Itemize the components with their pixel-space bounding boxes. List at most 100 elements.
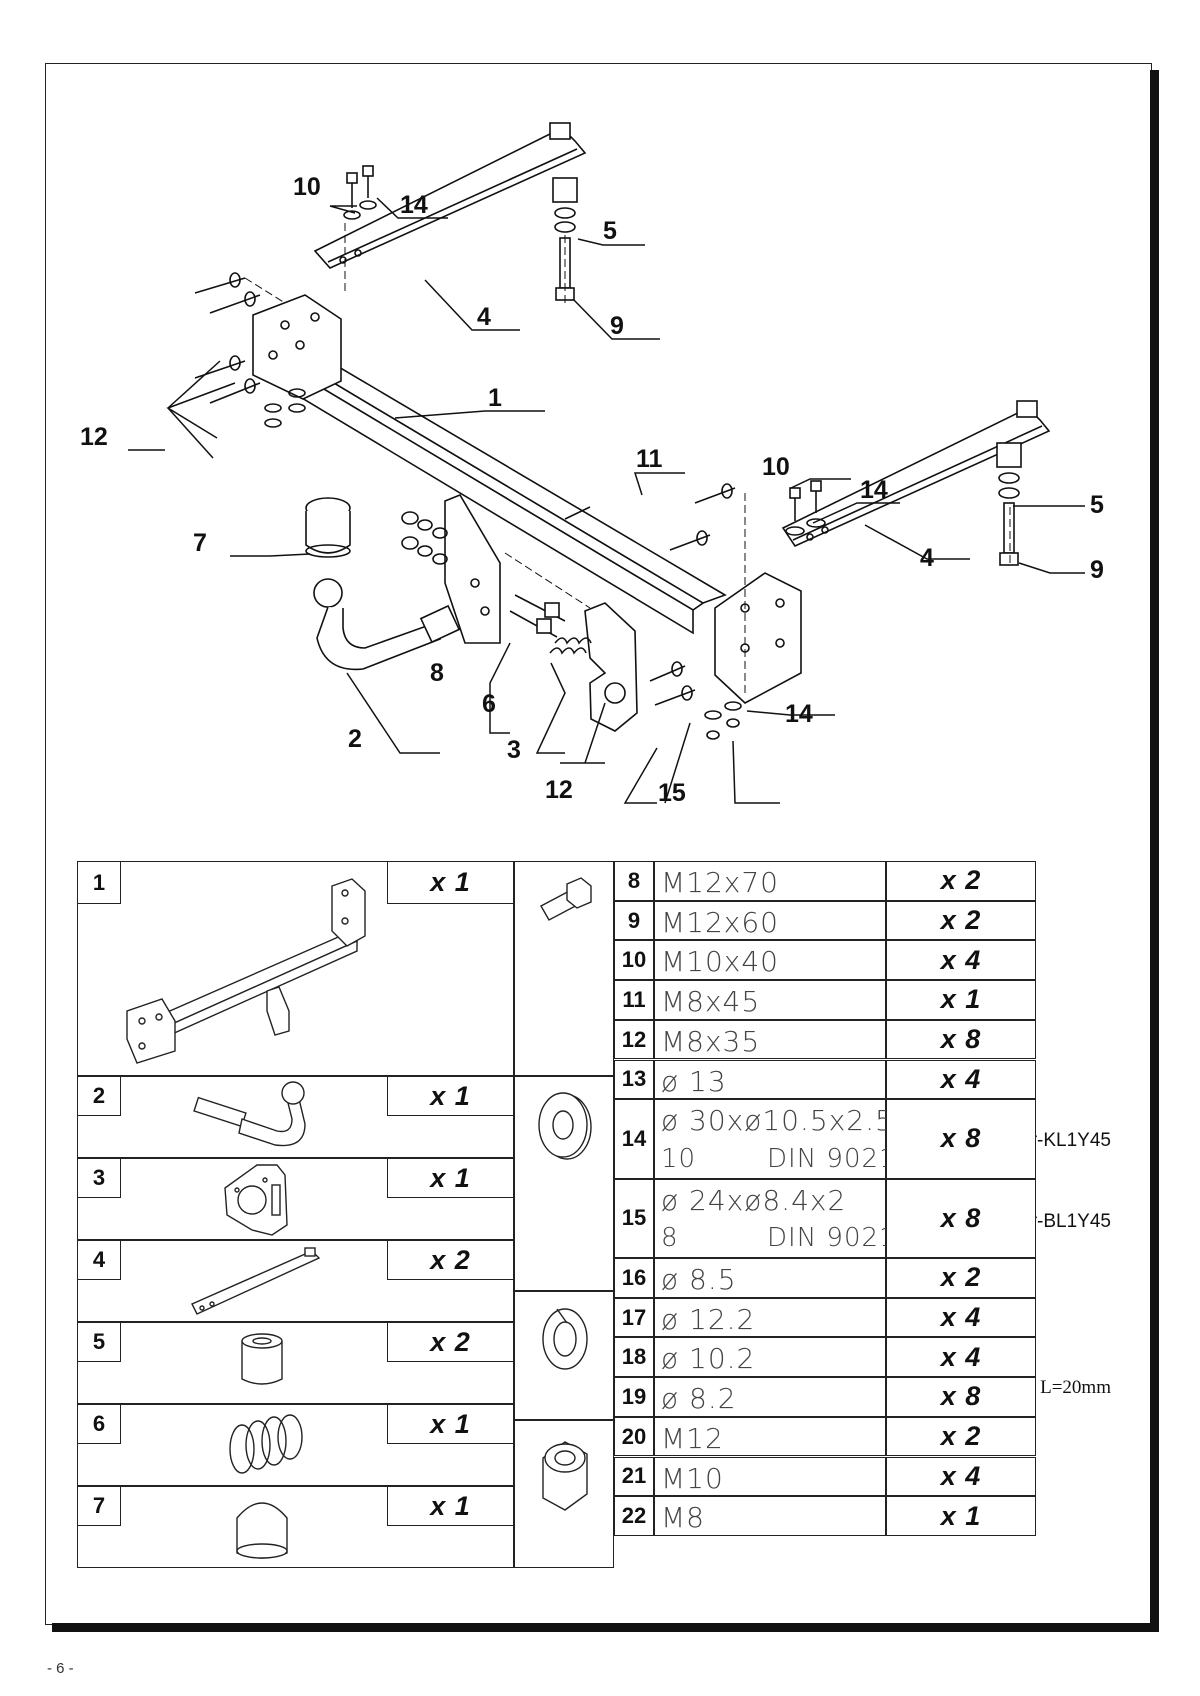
spacer-bolt-5-9-upper	[552, 177, 578, 301]
part-6-number: 6	[77, 1404, 121, 1444]
bolt-icon	[540, 877, 592, 921]
center-nuts	[401, 511, 448, 565]
part-2-qty: x 1	[387, 1076, 514, 1116]
part-12-spec-text: M8x35	[661, 1024, 761, 1058]
spring-washer-icon	[542, 1308, 588, 1370]
part-14-spec: ø 30xø10.5x2.5 10 DIN 9021	[654, 1099, 896, 1179]
bolts-8	[509, 594, 566, 638]
part-22-number: 22	[614, 1496, 654, 1536]
callout-7: 7	[193, 529, 207, 557]
part-21-spec-text: M10	[661, 1461, 724, 1495]
part-16-qty: x 2	[886, 1258, 1036, 1298]
part-8-number: 8	[614, 861, 654, 901]
socket-plate-3-thumbnail	[224, 1164, 288, 1236]
frame-shadow-bottom	[52, 1623, 1159, 1632]
exploded-assembly-drawing: 10 14 5 4 9 1 12 11 10 14 5 7 4 9 8 14 6…	[80, 122, 1104, 807]
part-9-spec: M12x60	[654, 900, 886, 941]
part-8-spec-text: M12x70	[661, 866, 779, 899]
part-15-spec: ø 24xø8.4x2 8 DIN 9021	[654, 1178, 896, 1258]
bracket-4-lower	[781, 400, 1051, 548]
part-12-qty: x 8	[886, 1019, 1036, 1060]
bracket-4-upper	[313, 122, 587, 269]
part-21-number: 21	[614, 1456, 654, 1497]
part-13-spec: ø 13	[654, 1059, 886, 1100]
part-11-qty: x 1	[886, 980, 1036, 1020]
callout-10-upper: 10	[293, 173, 321, 201]
bolts-12-right	[649, 483, 742, 740]
nut-icon	[542, 1441, 588, 1511]
part-4-number: 4	[77, 1240, 121, 1280]
part-16-number: 16	[614, 1258, 654, 1298]
part-22-spec: M8	[654, 1496, 886, 1536]
part-6-qty: x 1	[387, 1404, 514, 1444]
part-19-spec-text: ø 8.2	[661, 1382, 737, 1416]
bolts-10-14-lower	[785, 480, 826, 536]
socket-plate-3	[584, 602, 638, 732]
part-13-qty: x 4	[886, 1059, 1036, 1100]
part-20-qty: x 2	[886, 1416, 1036, 1457]
part-12-number: 12	[614, 1019, 654, 1060]
washer-icon	[538, 1092, 592, 1160]
part-10-spec: M10x40	[654, 940, 886, 981]
part-21-qty: x 4	[886, 1456, 1036, 1497]
part-14-spec-size: 10	[661, 1143, 697, 1174]
part-14-spec-text: ø 30xø10.5x2.5	[661, 1104, 894, 1138]
part-15-number: 15	[614, 1178, 654, 1258]
callout-5-lower: 5	[1090, 491, 1104, 519]
towball-arm-2	[313, 578, 461, 671]
part-9-number: 9	[614, 900, 654, 941]
part-15-qty: x 8	[886, 1178, 1036, 1258]
part-1-qty: x 1	[387, 861, 514, 904]
bolts-10-14-upper	[343, 165, 377, 220]
callout-9-lower: 9	[1090, 556, 1104, 584]
part-20-number: 20	[614, 1416, 654, 1457]
part-11-spec-text: M8x45	[661, 985, 761, 1019]
leader-lines	[128, 197, 1085, 804]
towball-2-thumbnail	[193, 1081, 306, 1147]
part-18-number: 18	[614, 1337, 654, 1378]
callout-14-upper: 14	[400, 191, 428, 219]
part-13-spec-text: ø 13	[661, 1064, 727, 1098]
part-22-qty: x 1	[886, 1496, 1036, 1536]
callout-2: 2	[348, 725, 362, 753]
part-18-qty: x 4	[886, 1337, 1036, 1378]
alignment-lines	[244, 223, 1011, 693]
crossbar-1-thumbnail	[126, 878, 366, 1064]
callout-14-bottom: 14	[785, 700, 813, 728]
callout-6: 6	[482, 690, 496, 718]
callout-4-upper: 4	[477, 303, 491, 331]
part-2-number: 2	[77, 1076, 121, 1116]
part-12-spec: M8x35	[654, 1019, 886, 1060]
ball-cap-7-thumbnail	[236, 1502, 288, 1559]
part-7-block	[77, 1486, 514, 1568]
part-15-spec-text: ø 24xø8.4x2	[661, 1183, 847, 1217]
part-14-qty: x 8	[886, 1099, 1036, 1179]
part-17-spec-text: ø 12.2	[661, 1302, 756, 1336]
part-14-spec-standard: DIN 9021	[767, 1143, 897, 1174]
part-11-number: 11	[614, 980, 654, 1020]
part-5-qty: x 2	[387, 1322, 514, 1362]
part-20-spec-text: M12	[661, 1421, 724, 1455]
part-17-qty: x 4	[886, 1297, 1036, 1338]
callout-12-left: 12	[80, 423, 108, 451]
callout-5-upper: 5	[603, 217, 617, 245]
part-5-number: 5	[77, 1322, 121, 1362]
callout-9-upper: 9	[610, 312, 624, 340]
part-7-number: 7	[77, 1486, 121, 1526]
part-14-number: 14	[614, 1099, 654, 1179]
part-19-qty: x 8	[886, 1377, 1036, 1417]
part-9-qty: x 2	[886, 900, 1036, 941]
part-1-number: 1	[77, 861, 121, 904]
spacer-bolt-5-9-lower	[996, 442, 1022, 566]
part-15-spec-standard: DIN 9021	[767, 1223, 897, 1254]
part-8-spec: M12x70	[654, 861, 886, 901]
part-15-spec-size: 8	[661, 1223, 679, 1254]
part-19-number: 19	[614, 1377, 654, 1417]
part-20-spec: M12	[654, 1416, 886, 1457]
part-4-qty: x 2	[387, 1240, 514, 1280]
parts-list-table: 1 x 1 2 x 1 Art.nr-KL1Y45 3 x 1 Art.nr-B…	[77, 861, 1119, 1601]
part-21-spec: M10	[654, 1456, 886, 1497]
part-10-number: 10	[614, 940, 654, 981]
part-16-spec: ø 8.5	[654, 1258, 886, 1298]
part-16-spec-text: ø 8.5	[661, 1263, 737, 1296]
